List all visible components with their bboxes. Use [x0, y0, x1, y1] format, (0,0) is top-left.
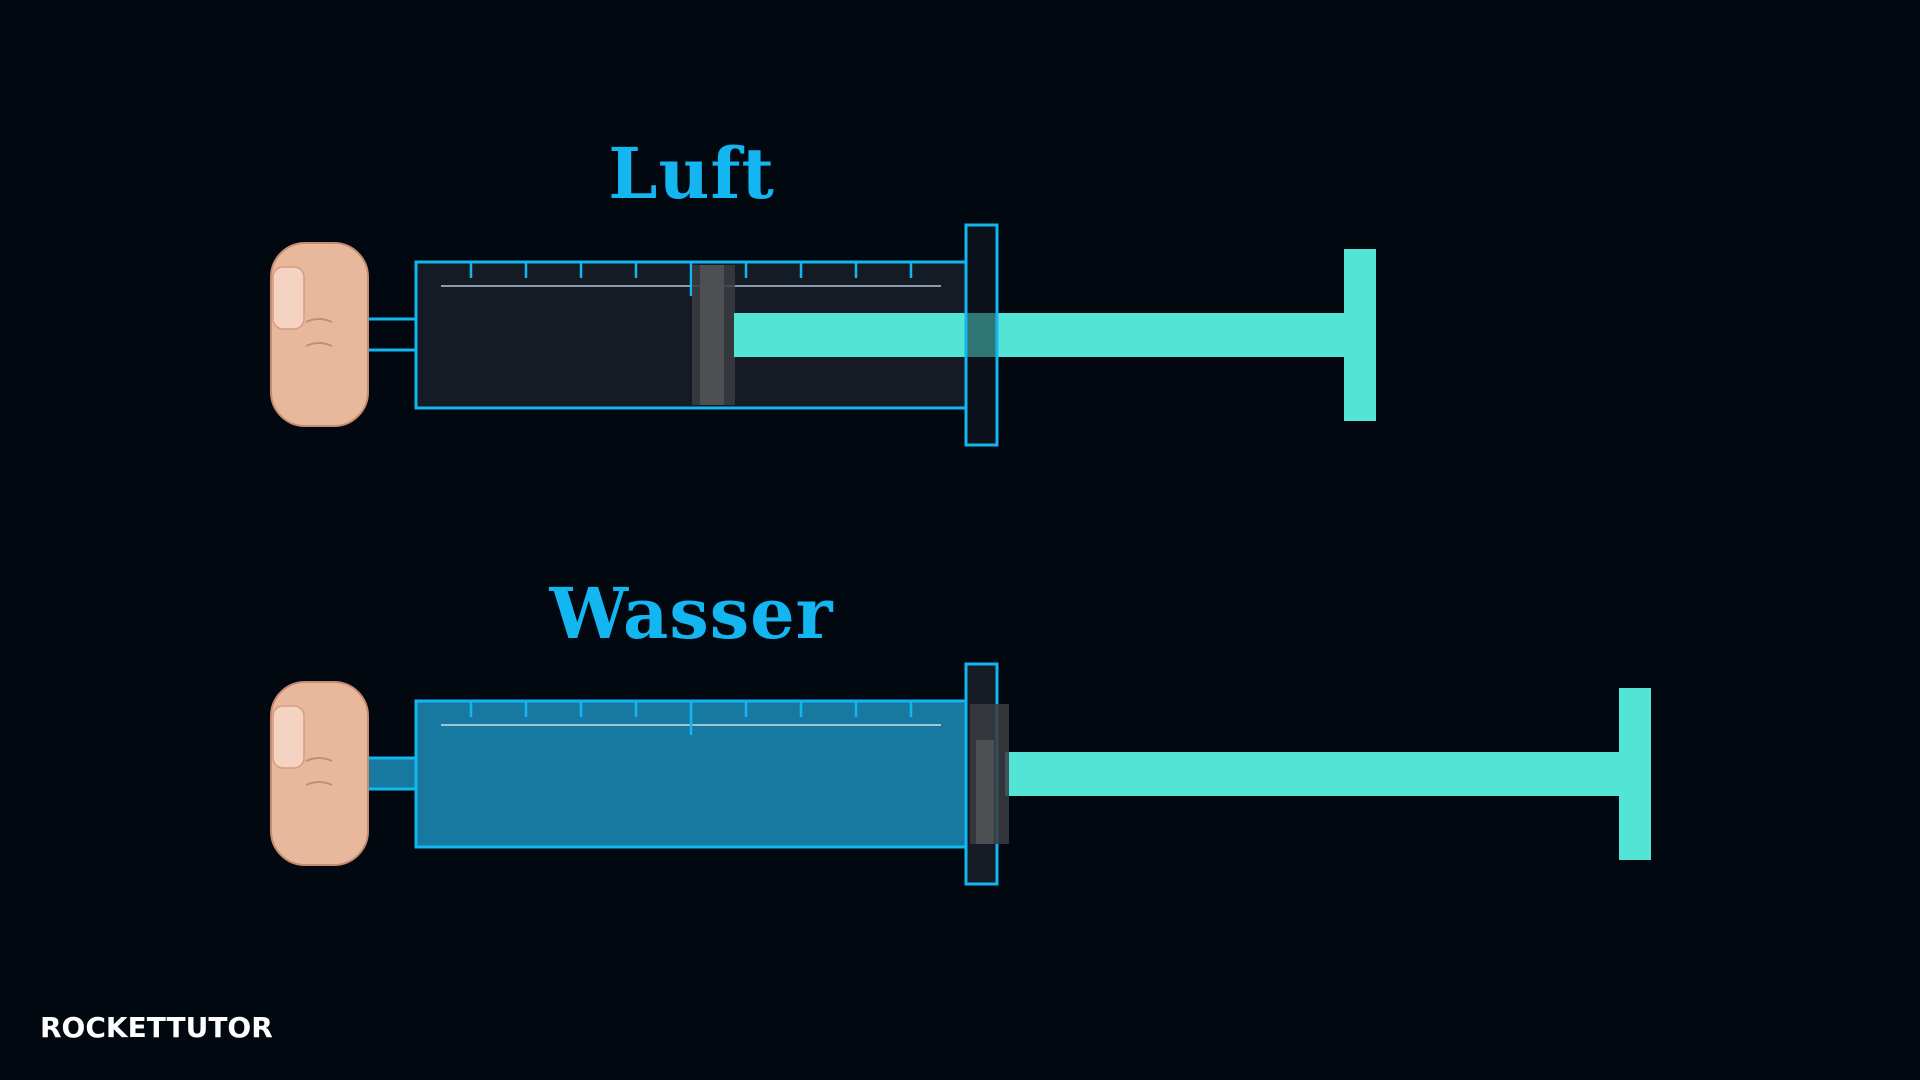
fingernail-air	[272, 266, 305, 330]
label-wasser: Wasser	[549, 572, 834, 655]
label-luft: Luft	[608, 132, 775, 215]
nozzle-air	[364, 317, 418, 352]
stopper-air-core	[700, 265, 724, 405]
plunger-rod-air	[734, 313, 1344, 357]
fingernail-water	[272, 705, 305, 769]
stopper-water-core	[976, 740, 994, 844]
nozzle-water	[364, 756, 418, 791]
tick-marks-water	[469, 701, 913, 735]
plunger-rod-water	[1005, 752, 1619, 796]
syringe-water	[364, 662, 1651, 886]
plunger-thumb-water	[1619, 688, 1651, 860]
brand-logo: ROCKETTUTOR	[40, 1011, 273, 1044]
finger-water	[270, 681, 369, 866]
finger-air	[270, 242, 369, 427]
syringe-air	[364, 223, 1376, 447]
flange-air	[964, 223, 999, 447]
plunger-thumb-air	[1344, 249, 1376, 421]
tick-marks-air	[469, 262, 913, 296]
